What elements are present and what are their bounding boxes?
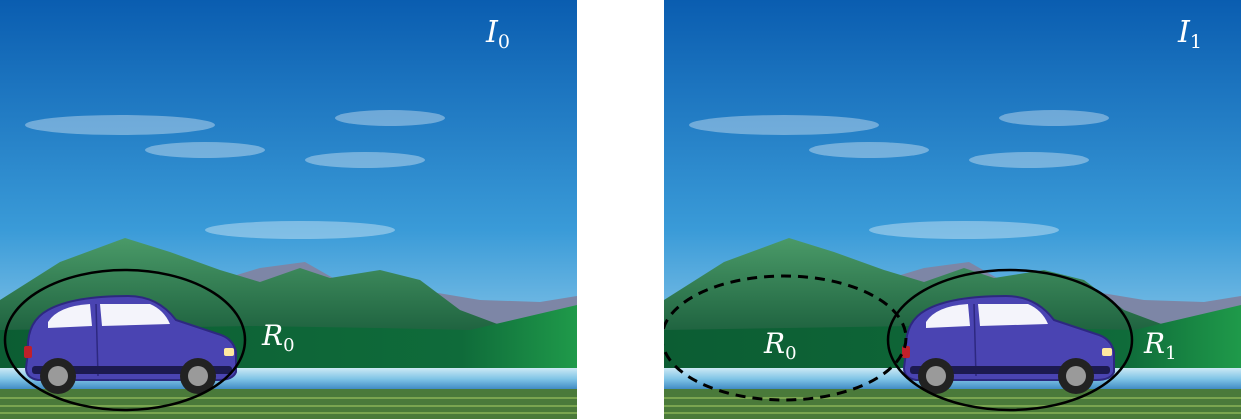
frame-label-i0: I0 <box>486 15 510 53</box>
scene-illustration <box>664 0 1241 419</box>
region-outline-r1 <box>886 268 1134 412</box>
clouds <box>689 110 1109 239</box>
region-outline-r0-dashed <box>664 274 908 402</box>
frame-label-i1: I1 <box>1178 15 1202 53</box>
region-label-r0: R0 <box>262 319 295 356</box>
scene-illustration <box>0 0 577 419</box>
region-label-r0: R0 <box>764 327 797 364</box>
frame-panel-i1: I1 R0 R1 <box>664 0 1241 419</box>
frame-panel-i0: I0 R0 <box>0 0 577 419</box>
clouds <box>25 110 445 239</box>
region-outline-r0 <box>3 268 247 412</box>
region-label-r1: R1 <box>1144 327 1177 364</box>
